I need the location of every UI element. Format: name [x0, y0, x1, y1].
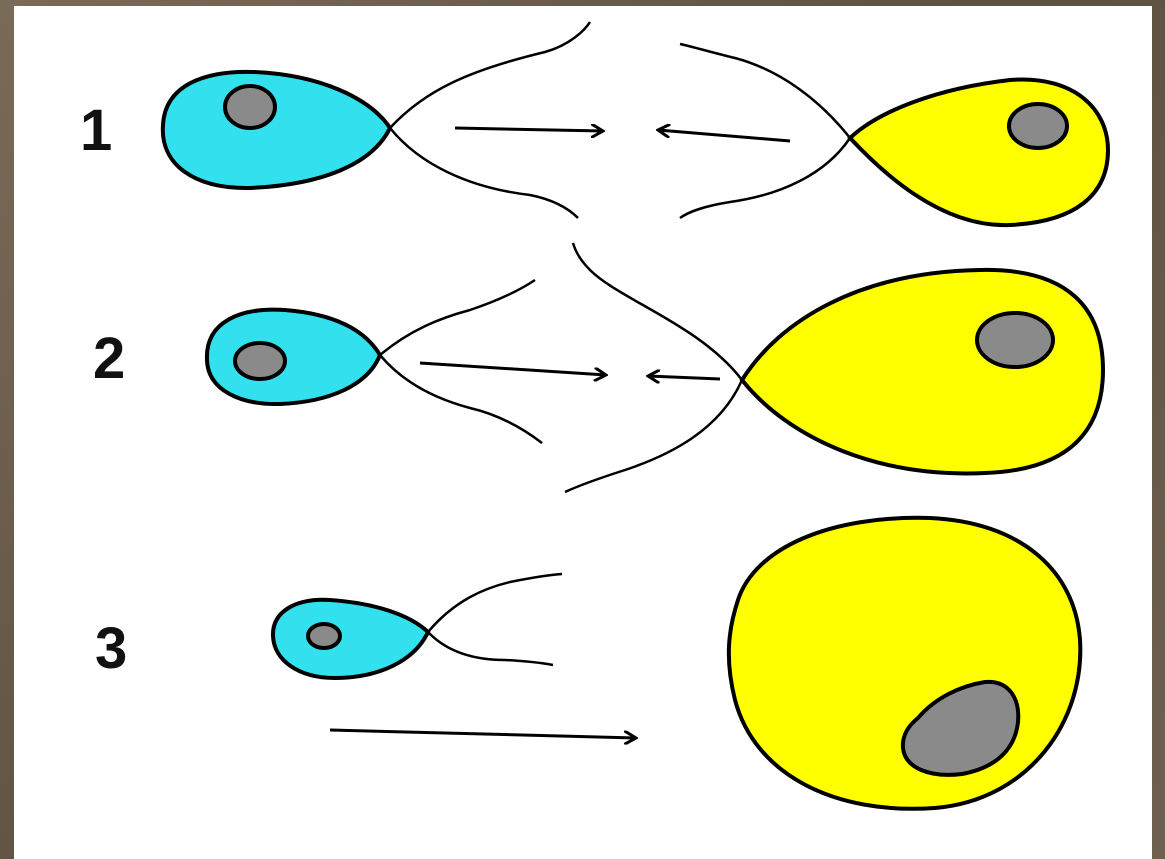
arrow-left-icon	[658, 130, 790, 141]
diagram-panel: 1 2	[14, 6, 1152, 859]
arrow-right-icon	[420, 363, 606, 375]
cell-body	[729, 518, 1080, 809]
nucleus-icon	[308, 624, 340, 648]
flagellum-icon	[573, 243, 742, 380]
arrow-right-icon	[330, 730, 636, 738]
flagellum-icon	[680, 44, 850, 138]
step-label-3: 3	[95, 616, 127, 681]
arrow-right-icon	[455, 128, 603, 131]
zygote	[729, 518, 1080, 809]
cell-body	[850, 80, 1108, 226]
flagellum-icon	[565, 380, 742, 492]
flagellum-icon	[390, 128, 578, 218]
cell-b-2	[565, 243, 1103, 492]
nucleus-icon	[1009, 104, 1067, 148]
flagellum-icon	[380, 280, 535, 355]
nucleus-icon	[225, 86, 275, 128]
flagellum-icon	[428, 574, 562, 632]
flagellum-icon	[680, 138, 850, 218]
flagellum-icon	[428, 632, 553, 665]
nucleus-icon	[235, 343, 285, 379]
cell-body	[207, 310, 380, 404]
gamete-fusion-diagram: 1 2	[14, 6, 1152, 859]
cell-a-3	[273, 574, 562, 678]
cell-body	[273, 600, 428, 678]
step-2: 2	[93, 243, 1103, 492]
nucleus-icon	[977, 313, 1053, 367]
cell-a-2	[207, 280, 542, 443]
step-label-1: 1	[80, 98, 112, 163]
flagellum-icon	[390, 22, 590, 128]
cell-b-1	[680, 44, 1108, 225]
cell-a-1	[163, 22, 590, 218]
arrow-left-icon	[648, 376, 720, 379]
cell-body	[163, 72, 390, 188]
step-label-2: 2	[93, 326, 125, 391]
step-1: 1	[80, 22, 1108, 225]
cell-body	[742, 270, 1103, 474]
step-3: 3	[95, 518, 1080, 809]
